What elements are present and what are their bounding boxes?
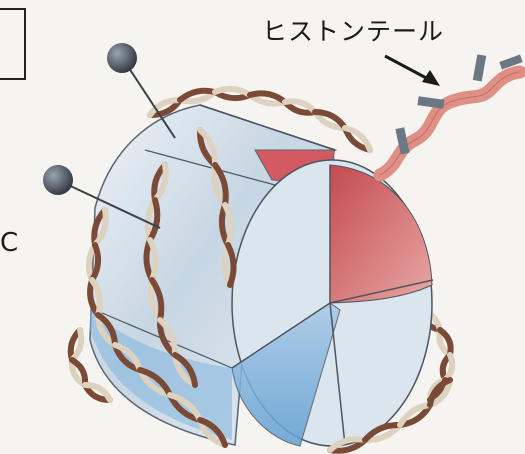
histone-tail-icon xyxy=(380,72,520,175)
arrow-icon xyxy=(385,56,440,86)
histone-core-face xyxy=(232,160,433,446)
modification-ball-icon xyxy=(107,43,137,73)
histone-marker-icon xyxy=(417,96,444,109)
face-quadrant-red xyxy=(330,165,432,303)
modification-ball-icon xyxy=(43,165,73,195)
histone-marker-icon xyxy=(473,54,486,81)
